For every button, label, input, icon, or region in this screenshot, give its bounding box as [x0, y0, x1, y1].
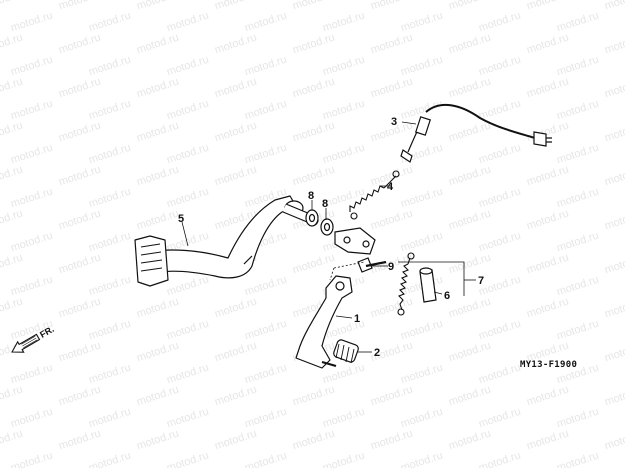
washer-pair	[305, 209, 334, 236]
gearshift-pedal-rubber	[333, 339, 359, 364]
callout-3: 3	[391, 116, 397, 128]
callout-1: 1	[354, 313, 360, 325]
front-direction-arrow: FR.	[11, 324, 56, 353]
callout-9: 9	[388, 261, 394, 273]
callout-2: 2	[374, 347, 380, 359]
direction-label: FR.	[38, 324, 56, 340]
callout-7: 7	[478, 275, 484, 287]
stop-switch-spring	[349, 170, 400, 220]
callout-6: 6	[444, 290, 450, 302]
arrow-icon	[11, 333, 41, 353]
rear-brake-pedal	[134, 195, 319, 287]
diagram-reference-code: MY13-F1900	[520, 360, 578, 370]
return-spring	[397, 252, 415, 316]
pedal-bracket	[334, 227, 376, 255]
collar	[419, 267, 437, 303]
gearshift-pedal	[295, 275, 353, 369]
callout-5: 5	[178, 213, 184, 225]
callout-labels: 5 8 8 3 4 9 7 6 1 2	[178, 116, 484, 359]
rear-stop-switch	[400, 103, 552, 163]
callout-4: 4	[387, 181, 394, 193]
callout-8a: 8	[308, 190, 314, 202]
leader-lines	[181, 121, 476, 353]
callout-8b: 8	[322, 198, 328, 210]
bolt	[357, 257, 387, 273]
